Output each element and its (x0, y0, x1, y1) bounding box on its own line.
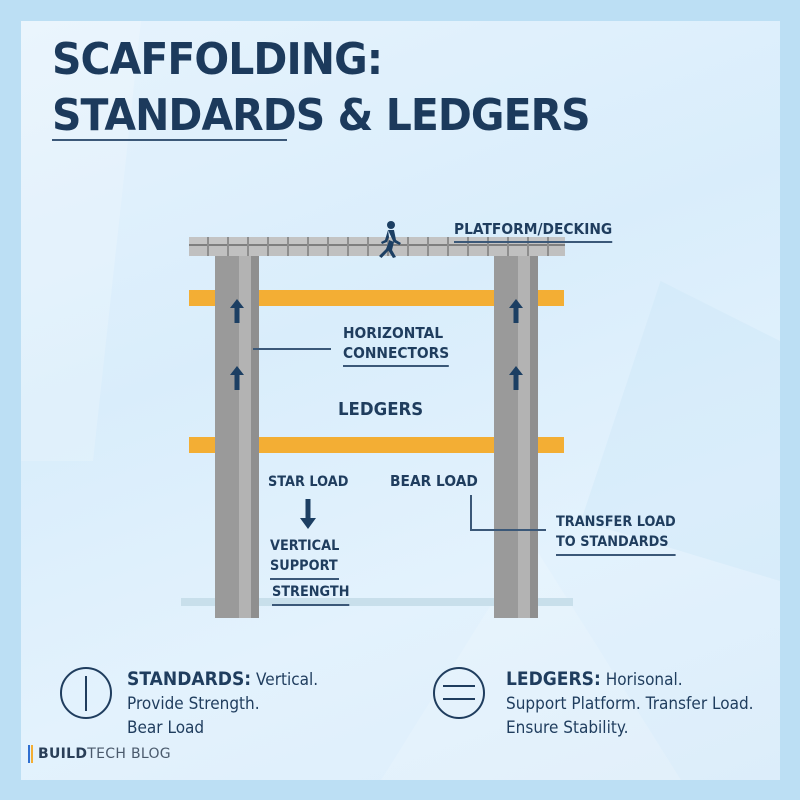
star-load-label: STAR LOAD (268, 474, 349, 490)
bottom-ledger (189, 437, 564, 453)
standards-legend: STANDARDS: Vertical. Provide Strength. B… (127, 668, 319, 738)
ledgers-label: LEDGERS (338, 399, 424, 420)
title-line-1: SCAFFOLDING: (52, 34, 383, 85)
strength-label: STRENGTH (272, 582, 350, 606)
arrow-up-icon (509, 299, 523, 323)
horizontal-connectors-label: HORIZONTAL CONNECTORS (343, 323, 450, 367)
transfer-load-label: TRANSFER LOAD TO STANDARDS (556, 512, 676, 556)
arrow-up-icon (509, 366, 523, 390)
page-title: SCAFFOLDING: STANDARDS & LEDGERS (52, 32, 591, 144)
arrow-up-icon (230, 299, 244, 323)
brand-bold: BUILD (38, 746, 88, 762)
bear-load-leader-vertical (470, 495, 472, 531)
ledgers-term: LEDGERS: (506, 668, 601, 690)
ledgers-legend: LEDGERS: Horisonal. Support Platform. Tr… (506, 668, 754, 738)
title-line-2: STANDARDS & LEDGERS (52, 90, 591, 141)
top-ledger (189, 290, 564, 306)
circle-equals-icon (433, 667, 485, 719)
bear-load-leader-horizontal (470, 529, 546, 531)
arrow-up-icon (230, 366, 244, 390)
brand-light: TECH BLOG (87, 746, 171, 762)
bear-load-label: BEAR LOAD (390, 472, 478, 490)
horizontal-connectors-leader (253, 348, 331, 350)
vertical-support-label: VERTICAL SUPPORT (270, 536, 340, 580)
ground-base (181, 598, 573, 606)
title-underline (52, 139, 287, 141)
circle-vertical-line-icon (60, 667, 112, 719)
arrow-down-icon (300, 499, 316, 529)
brand-bars-icon (28, 745, 33, 763)
walking-person-icon (379, 221, 401, 258)
platform-decking-label: PLATFORM/DECKING (454, 219, 613, 243)
standards-term: STANDARDS: (127, 668, 252, 690)
